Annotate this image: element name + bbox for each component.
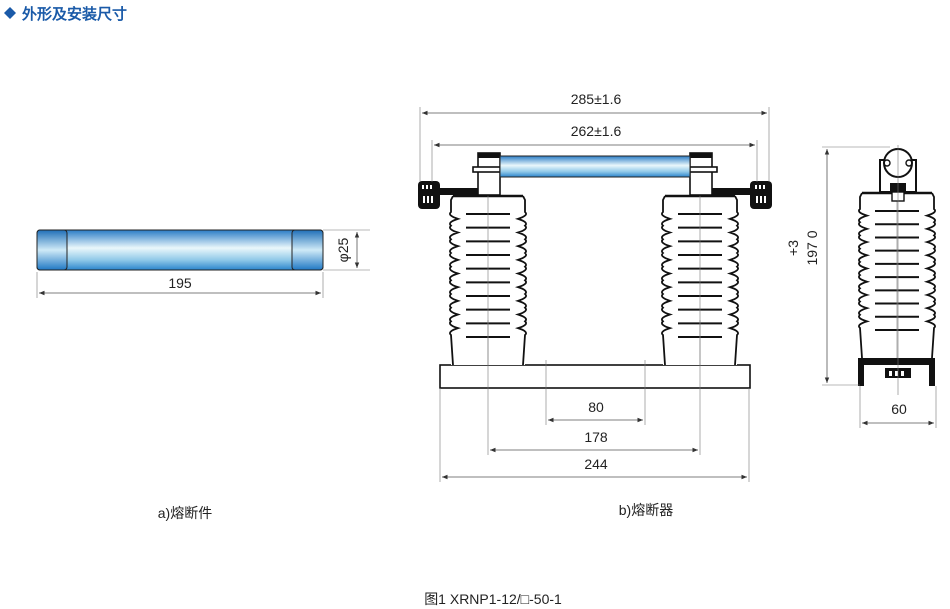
section-header: 外形及安装尺寸 [4,5,127,23]
terminal-left [418,181,440,209]
contact-span-label: 262±1.6 [571,123,622,139]
contact-arm-left [430,188,490,195]
width-label: 60 [891,401,907,417]
caption-a: a)熔断件 [158,505,212,521]
terminal-right [750,181,772,209]
fuse-holder-left [477,152,501,196]
fuse-tube [36,229,324,271]
base-bracket [858,358,935,386]
fuse-element-drawing: 195 φ25 a)熔断件 [36,229,370,521]
figure-caption: 图1 XRNP1-12/□-50-1 [424,591,562,607]
fuse-end-cap-right [291,229,324,271]
base-plate [439,364,751,389]
side-view-drawing: +3 197 0 60 [785,145,937,428]
mount-178-label: 178 [584,429,608,445]
height-tolerance-label: +3 [785,240,801,256]
length-label: 195 [168,275,192,291]
caption-b: b)熔断器 [619,502,673,518]
fuse-assembly-drawing: 285±1.6 262±1.6 80 178 244 b)熔断器 [418,91,772,518]
fuse-holder-right [689,152,713,196]
fuse-tube [499,155,691,178]
section-title: 外形及安装尺寸 [21,5,127,23]
mount-80-label: 80 [588,399,604,415]
height-label: 197 0 [804,230,820,265]
overall-length-label: 285±1.6 [571,91,622,107]
contact-arm-right [700,188,760,195]
diamond-icon [4,7,16,19]
diameter-label: φ25 [335,237,351,262]
fuse-end-cap-left [36,229,68,271]
base-244-label: 244 [584,456,608,472]
insulator-side [858,163,936,359]
